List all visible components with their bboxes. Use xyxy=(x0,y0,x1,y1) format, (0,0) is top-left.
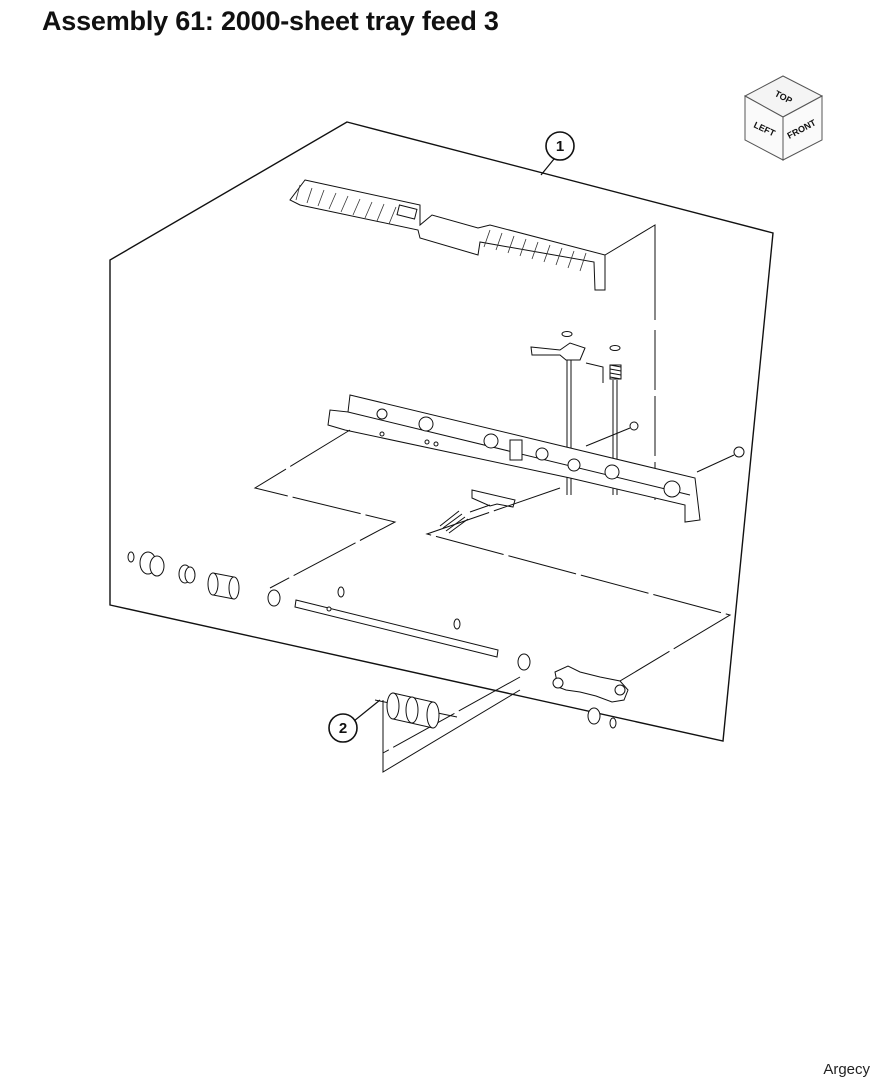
callout-1-bubble: 1 xyxy=(545,131,575,161)
gear-right-part xyxy=(587,707,601,725)
callout-2-number: 2 xyxy=(339,720,347,737)
bearing-left-part xyxy=(178,564,196,584)
pick-arm-bracket-part xyxy=(552,665,629,703)
assembly-1-enclosure xyxy=(109,121,774,742)
callout-2-bubble: 2 xyxy=(328,713,358,743)
hub-left-part xyxy=(267,589,281,607)
e-clip-right xyxy=(609,717,617,729)
callout-2-bracket xyxy=(382,689,521,773)
e-clip-mid-2 xyxy=(453,618,461,630)
feed-frame-part xyxy=(327,394,701,523)
callout-1-leader xyxy=(540,158,555,176)
page-title: Assembly 61: 2000-sheet tray feed 3 xyxy=(42,6,499,36)
paper-guide-part xyxy=(289,179,606,291)
callout-1-number: 1 xyxy=(556,138,564,155)
watermark: Argecy xyxy=(823,1061,870,1078)
alignment-lines xyxy=(253,429,732,754)
guide-leader xyxy=(604,224,656,320)
orientation-cube: TOP LEFT FRONT xyxy=(743,75,824,161)
pick-roller-assembly-part xyxy=(374,692,458,729)
hub-right-part xyxy=(517,653,531,671)
gear-left-part xyxy=(139,551,165,577)
e-clip-left xyxy=(127,551,135,563)
slider-spring-part xyxy=(439,504,491,534)
frame-screw-left xyxy=(585,421,639,447)
frame-screw-right xyxy=(696,446,745,473)
drive-shaft-part xyxy=(294,599,499,658)
pick-tire-left-part xyxy=(207,572,240,600)
e-clip-mid-1 xyxy=(337,586,345,598)
slider-part xyxy=(471,489,516,508)
callout-2-leader xyxy=(353,699,381,722)
